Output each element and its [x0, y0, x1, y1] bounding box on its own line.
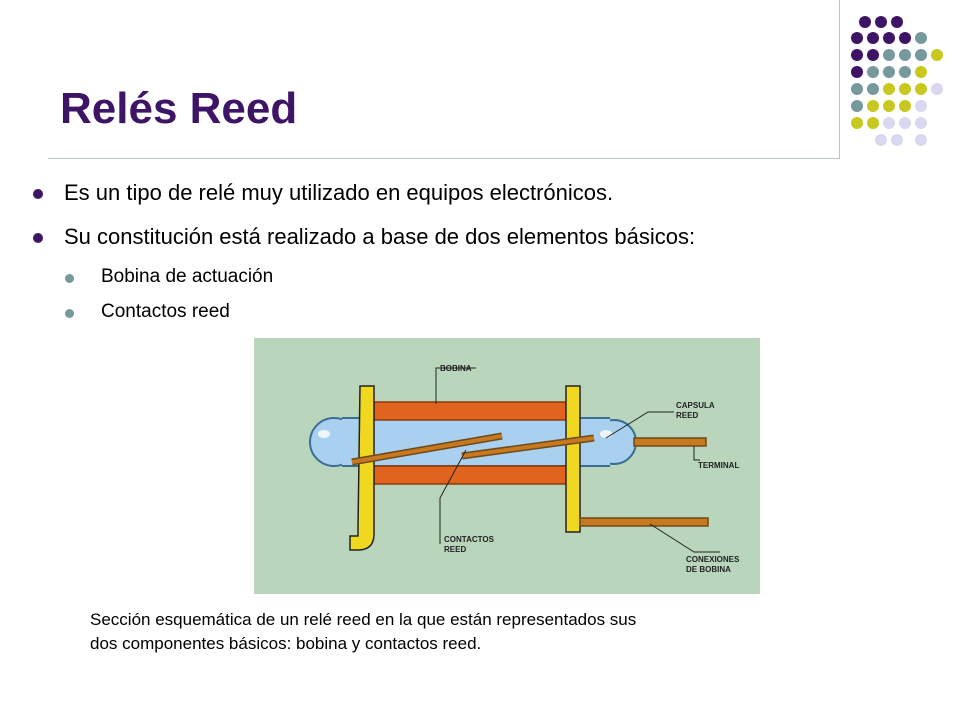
bullet-dot-icon	[33, 233, 43, 243]
decor-dot	[851, 66, 863, 78]
figure-caption: Sección esquemática de un relé reed en l…	[90, 608, 890, 656]
decor-dot	[899, 83, 911, 95]
decor-dot	[851, 32, 863, 44]
decor-dot	[915, 100, 927, 112]
decor-dot	[883, 100, 895, 112]
slide-title: Relés Reed	[60, 84, 298, 133]
label-leader-lines	[435, 367, 720, 553]
decor-dot	[851, 83, 863, 95]
label-capsula: CAPSULA	[676, 401, 715, 410]
decor-dot	[915, 117, 927, 129]
decor-dot	[883, 66, 895, 78]
decor-dot	[883, 49, 895, 61]
decor-dot	[891, 16, 903, 28]
label-contactos-reed: REED	[444, 545, 466, 554]
bullet-dot-icon	[33, 189, 43, 199]
decor-dot	[867, 100, 879, 112]
decor-dot	[875, 16, 887, 28]
decor-dot	[915, 32, 927, 44]
sub-bullet-text: Contactos reed	[101, 301, 230, 322]
decor-dot	[915, 83, 927, 95]
caption-line: Sección esquemática de un relé reed en l…	[90, 610, 637, 629]
decor-dot	[867, 117, 879, 129]
decor-dot	[899, 100, 911, 112]
decor-dot	[915, 49, 927, 61]
decor-dot	[851, 49, 863, 61]
decor-dot	[883, 32, 895, 44]
label-terminal: TERMINAL	[698, 461, 739, 470]
label-contactos: CONTACTOS	[444, 535, 495, 544]
sub-bullet-item: Contactos reed	[65, 301, 230, 323]
bobbin-flanges	[349, 385, 581, 551]
bullet-item: Es un tipo de relé muy utilizado en equi…	[33, 180, 614, 206]
decor-dot	[867, 32, 879, 44]
decor-dot	[915, 66, 927, 78]
decor-dot	[915, 134, 927, 146]
decor-dot	[931, 49, 943, 61]
decor-dot	[883, 117, 895, 129]
decor-dot	[867, 83, 879, 95]
sub-bullet-text: Bobina de actuación	[101, 266, 274, 287]
decor-dot	[899, 32, 911, 44]
label-de-bobina: DE BOBINA	[686, 565, 731, 574]
decor-dot	[899, 66, 911, 78]
reed-contacts	[351, 432, 595, 466]
sub-bullet-dot-icon	[65, 274, 74, 283]
decor-dot	[899, 49, 911, 61]
decorative-dot-grid	[851, 16, 943, 146]
decor-dot	[883, 83, 895, 95]
decor-dot	[891, 134, 903, 146]
decor-dot	[931, 83, 943, 95]
sub-bullet-item: Bobina de actuación	[65, 266, 274, 288]
header-divider-horizontal	[48, 158, 840, 159]
label-bobina: BOBINA	[440, 364, 472, 373]
terminal-wires	[579, 437, 709, 527]
caption-line: dos componentes básicos: bobina y contac…	[90, 634, 482, 653]
label-conexiones: CONEXIONES	[686, 555, 740, 564]
decor-dot	[867, 49, 879, 61]
reed-relay-diagram: BOBINA CAPSULA REED TERMINAL CONTACTOS R…	[254, 338, 760, 594]
label-capsula-reed: REED	[676, 411, 698, 420]
sub-bullet-dot-icon	[65, 309, 74, 318]
decor-dot	[851, 100, 863, 112]
bullet-text: Su constitución está realizado a base de…	[64, 224, 696, 249]
decor-dot	[859, 16, 871, 28]
bullet-item: Su constitución está realizado a base de…	[33, 224, 696, 250]
decor-dot	[875, 134, 887, 146]
header-divider-vertical	[839, 0, 840, 158]
decor-dot	[867, 66, 879, 78]
decor-dot	[899, 117, 911, 129]
bullet-text: Es un tipo de relé muy utilizado en equi…	[64, 180, 614, 205]
decor-dot	[851, 117, 863, 129]
